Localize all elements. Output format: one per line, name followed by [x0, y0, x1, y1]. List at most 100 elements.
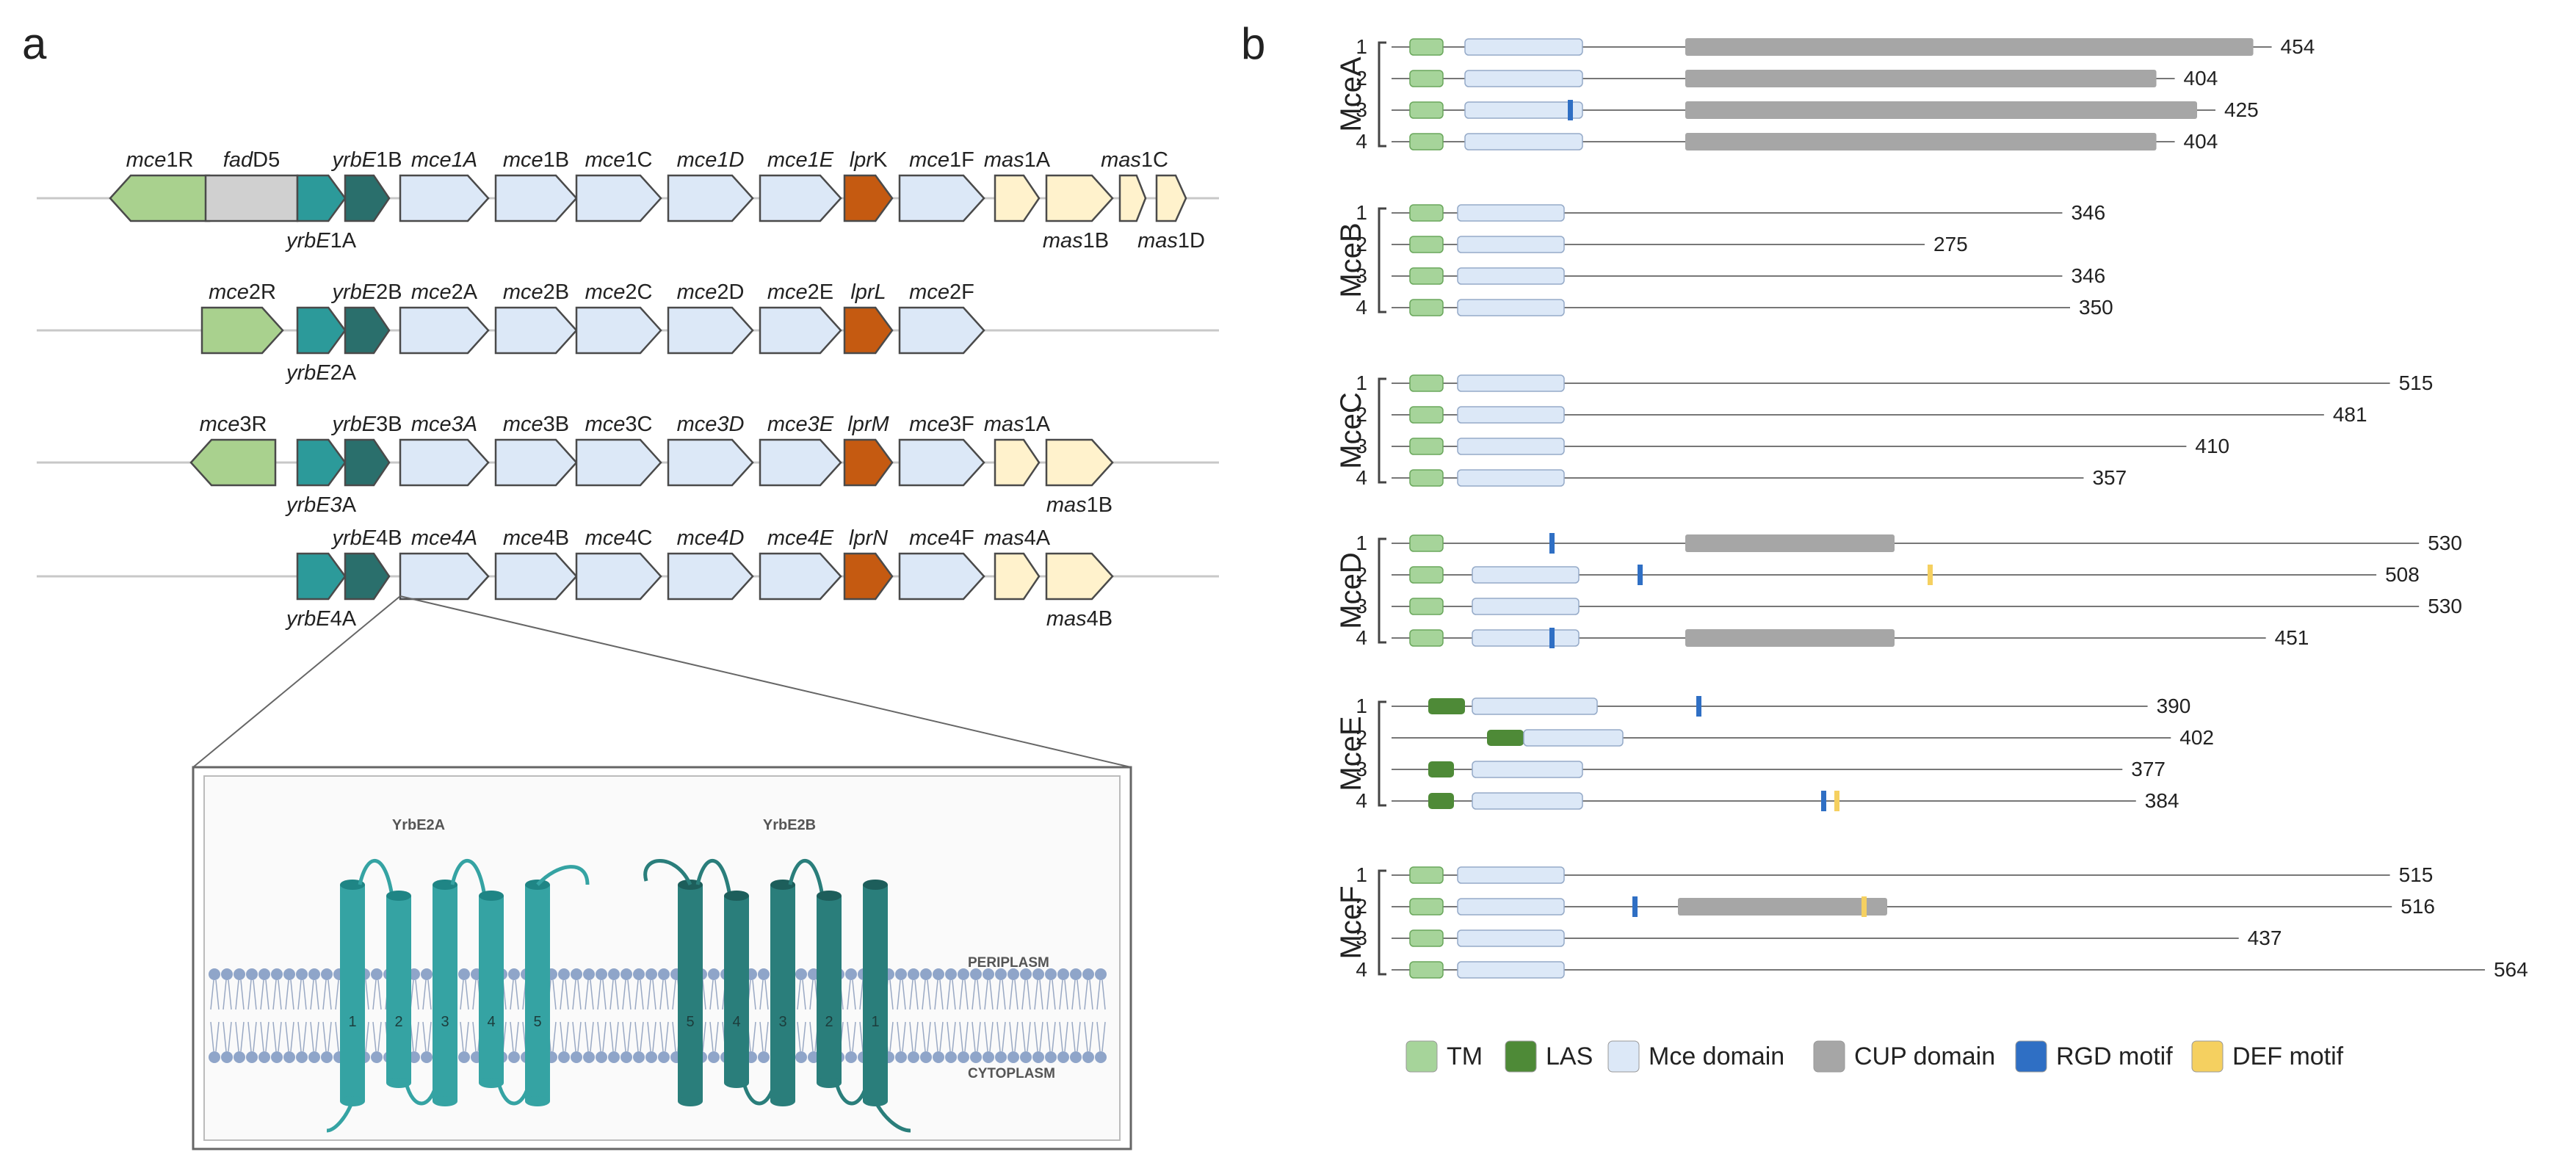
gene-label-mce4A: mce4A	[411, 526, 477, 550]
gene-label-mce2D: mce2D	[677, 280, 745, 304]
zoom-line-left	[192, 595, 401, 768]
gene-label-mce2F: mce2F	[909, 280, 974, 304]
gene-label-mas1A: mas1A	[984, 413, 1051, 436]
cup-domain	[1685, 70, 2157, 87]
gene-arrow-mce2E	[759, 306, 842, 355]
protein-length: 508	[2385, 563, 2420, 586]
gene-label-mas1B: mas1B	[1046, 493, 1112, 517]
gene-label-mas1B: mas1B	[1043, 229, 1109, 253]
rgd-motif	[1821, 791, 1826, 811]
legend-swatch	[1813, 1040, 1845, 1073]
gene-label-mas1C: mas1C	[1101, 148, 1168, 172]
protein-index: 2	[1356, 233, 1367, 255]
gene-arrow-mce3D	[667, 438, 754, 487]
mce-domain	[1457, 866, 1565, 884]
gene-arrow-mce3C	[575, 438, 662, 487]
helix-2	[386, 896, 411, 1083]
mce-domain	[1457, 406, 1565, 424]
tm-domain	[1409, 406, 1444, 424]
tm-domain	[1409, 629, 1444, 647]
legend-label: LAS	[1546, 1043, 1593, 1070]
tm-domain	[1409, 70, 1444, 87]
mce-domain	[1457, 204, 1565, 222]
helix-number: 4	[732, 1014, 740, 1030]
helix-1	[340, 885, 365, 1101]
protein-length: 275	[1933, 233, 1968, 255]
protein-index: 1	[1356, 695, 1367, 717]
protein-title-YrbE2A: YrbE2A	[392, 817, 445, 833]
gene-arrow-yrbE3A	[296, 438, 347, 487]
mce-domain	[1464, 70, 1583, 87]
gene-arrow-mce2B	[494, 306, 578, 355]
mce-domain	[1472, 761, 1583, 778]
protein-index: 1	[1356, 532, 1367, 554]
gene-label-fadD5: fadD5	[223, 148, 280, 172]
zoom-line-right	[399, 595, 1132, 768]
protein-index: 4	[1356, 466, 1367, 489]
helix-cap	[479, 891, 504, 901]
gene-arrow-yrbE4B	[344, 552, 391, 601]
gene-label-yrbE2B: yrbE2B	[330, 280, 402, 304]
protein-index: 3	[1356, 595, 1367, 617]
gene-arrow-yrbE4A	[296, 552, 347, 601]
helix-number: 5	[533, 1014, 541, 1030]
gene-label-mce3R: mce3R	[200, 413, 267, 436]
family-name-MceC: MceC	[1335, 392, 1367, 468]
mce-domain	[1457, 267, 1565, 285]
family-name-MceA: MceA	[1335, 57, 1367, 132]
gene-arrow-yrbE3B	[344, 438, 391, 487]
helix-3	[770, 885, 795, 1101]
protein-index: 1	[1356, 863, 1367, 886]
gene-arrow-yrbE2B	[344, 306, 391, 355]
mce-domain	[1464, 38, 1583, 56]
gene-arrow-mas1B	[1045, 174, 1114, 222]
legend-swatch	[1405, 1040, 1438, 1073]
gene-label-mce2B: mce2B	[503, 280, 569, 304]
mce-domain	[1457, 929, 1565, 947]
gene-arrow-mas1A	[994, 438, 1041, 487]
gene-label-mce1E: mce1E	[767, 148, 834, 172]
helix-5	[525, 885, 550, 1101]
gene-label-mce4B: mce4B	[503, 526, 569, 550]
family-bracket	[1378, 537, 1386, 644]
helix-cap	[817, 891, 842, 901]
protein-length: 377	[2131, 758, 2166, 780]
protein-length: 481	[2333, 403, 2367, 426]
gene-label-lprL: lprL	[850, 280, 886, 304]
protein-length: 564	[2494, 958, 2528, 981]
rgd-motif	[1696, 696, 1701, 717]
protein-length: 384	[2145, 789, 2179, 812]
gene-arrow-fadD5	[204, 174, 299, 222]
cup-domain	[1678, 898, 1887, 916]
mce-domain	[1472, 598, 1580, 615]
gene-arrow-mce1E	[759, 174, 842, 222]
helix-base	[678, 1096, 703, 1106]
mce-domain	[1464, 133, 1583, 151]
helix-number: 1	[348, 1014, 356, 1030]
protein-length: 390	[2157, 695, 2191, 717]
gene-label-mce2E: mce2E	[767, 280, 833, 304]
protein-index: 1	[1356, 35, 1367, 58]
protein-index: 1	[1356, 201, 1367, 224]
gene-arrow-mas4B	[1045, 552, 1114, 601]
cup-domain	[1685, 38, 2254, 56]
rgd-motif	[1632, 896, 1638, 917]
gene-label-mce2R: mce2R	[209, 280, 276, 304]
protein-length: 346	[2071, 201, 2105, 224]
gene-arrow-mas1C	[1118, 174, 1147, 222]
helix-cap	[724, 891, 749, 901]
tm-domain	[1409, 236, 1444, 253]
